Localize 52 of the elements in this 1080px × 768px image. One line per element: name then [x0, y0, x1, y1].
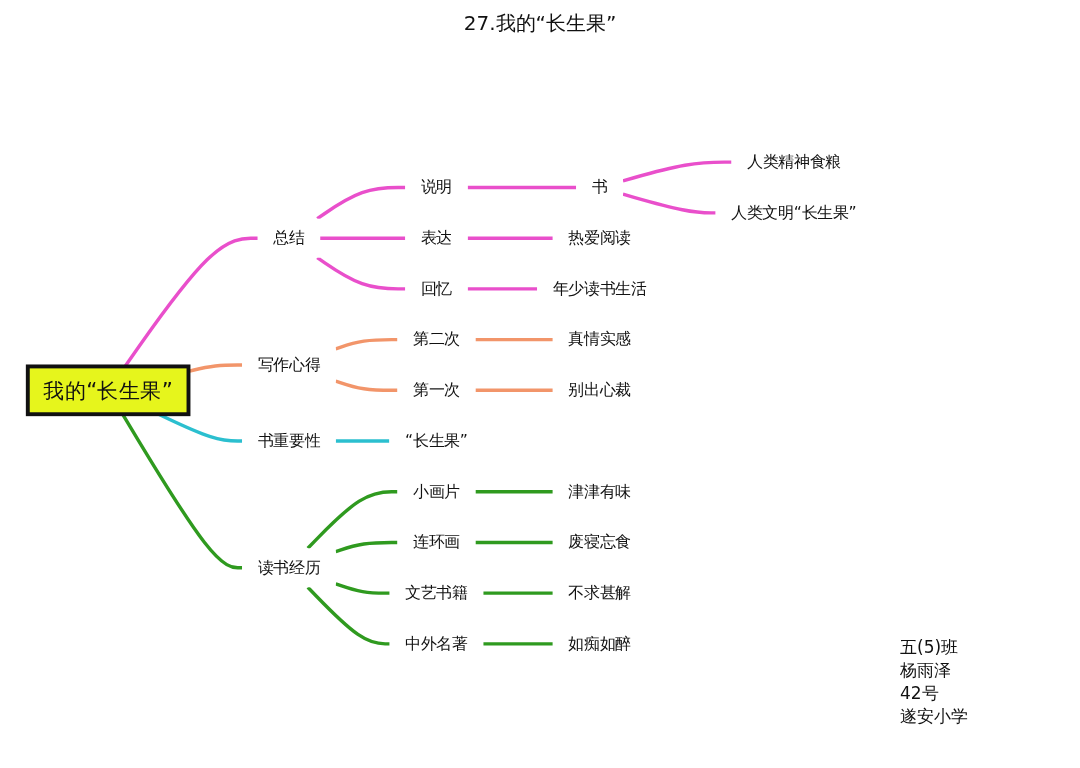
node-text: 书重要性 — [257, 431, 321, 450]
node-text: 年少读书生活 — [552, 279, 647, 298]
connector — [622, 160, 732, 183]
node-text: 说明 — [420, 177, 453, 197]
node-text: 中外名著 — [405, 634, 468, 653]
node-text: 总结 — [273, 228, 305, 247]
connector — [622, 192, 716, 215]
node-text: 连环画 — [413, 532, 460, 552]
note-text: 42号 — [900, 682, 939, 706]
connector — [467, 236, 553, 240]
node-text: “长生果” — [404, 431, 468, 450]
node-text: 别出心裁 — [568, 380, 631, 400]
node-text: 热爱阅读 — [568, 228, 631, 247]
connector — [335, 582, 390, 595]
node-text: 废寝忘食 — [568, 532, 631, 552]
connector — [475, 540, 553, 545]
connector — [475, 490, 553, 494]
note-text: 五(5)班 — [900, 636, 959, 660]
node-text: 第二次 — [413, 329, 460, 349]
connector — [306, 490, 398, 550]
node-text: 人类文明“长生果” — [731, 203, 857, 222]
connector — [475, 388, 553, 393]
note-text: 遂安小学 — [900, 705, 968, 728]
connector — [335, 337, 398, 351]
node-text: 读书经历 — [257, 558, 321, 577]
node-box: 我的“长生果” — [25, 364, 191, 417]
connector — [483, 642, 553, 646]
node-text: 表达 — [420, 228, 453, 247]
connector — [475, 337, 553, 342]
connector — [335, 439, 390, 443]
connector — [335, 379, 398, 393]
node-text: 文艺书籍 — [405, 583, 468, 602]
connector — [320, 236, 406, 240]
connector — [335, 540, 398, 554]
node-text: 第一次 — [413, 380, 460, 400]
connector — [306, 586, 390, 646]
diagram-title: 27.我的“长生果” — [463, 10, 617, 37]
node-text: 人类精神食粮 — [747, 152, 841, 171]
node-text: 书 — [591, 177, 608, 197]
connector — [467, 185, 577, 190]
connector — [467, 287, 538, 291]
connector — [316, 185, 406, 221]
node-text: 回忆 — [420, 279, 453, 298]
node-text: 小画片 — [413, 481, 460, 501]
note-text: 杨雨泽 — [900, 659, 951, 683]
connector — [316, 256, 406, 291]
connector — [483, 591, 553, 595]
node-text: 不求甚解 — [568, 583, 631, 602]
node-text: 如痴如醉 — [568, 634, 631, 653]
node-text: 真情实感 — [568, 329, 631, 349]
node-text: 写作心得 — [257, 355, 321, 374]
node-text: 津津有味 — [568, 481, 631, 501]
